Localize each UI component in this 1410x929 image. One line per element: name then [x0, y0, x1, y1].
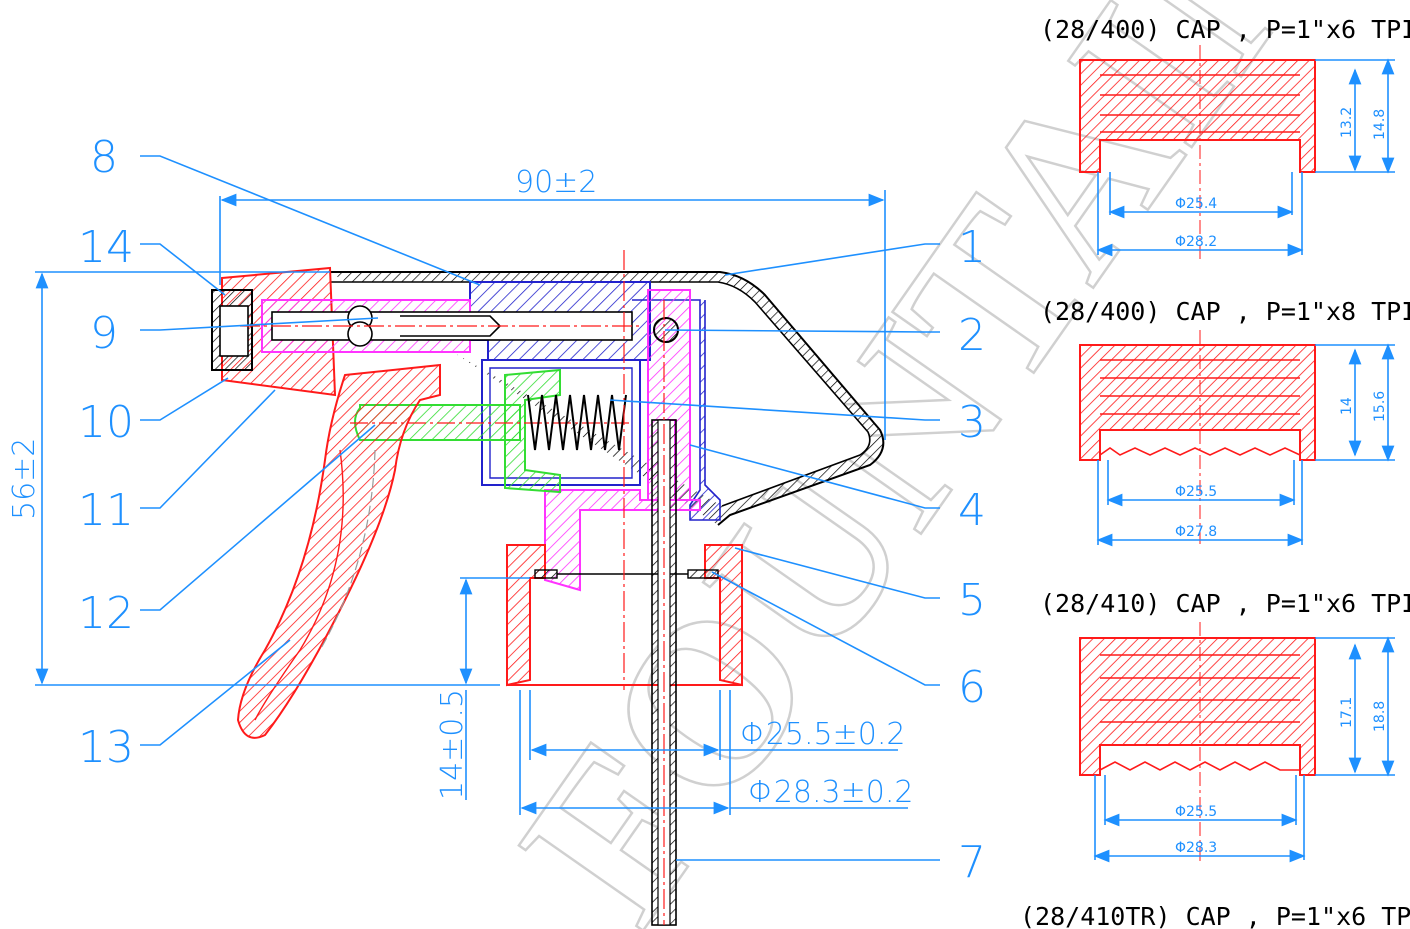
part-label: 11 — [78, 485, 134, 536]
cap-detail-1: (28/400) CAP , P=1"x6 TPI Φ25.4 Φ28.2 13… — [1040, 15, 1410, 260]
cap-height-1: 13.2 — [1339, 107, 1355, 138]
cap-detail-3: (28/410) CAP , P=1"x6 TPI Φ25.5 Φ28.3 17… — [1040, 589, 1410, 863]
neck-depth-dimension: 14±0.5 — [435, 689, 470, 800]
dimension-lines — [35, 190, 908, 815]
part-label: 1 — [958, 222, 986, 273]
cap-outer-dia: Φ27.8 — [1175, 524, 1217, 540]
part-label: 9 — [90, 308, 118, 359]
dimension-labels: 90±2 56±2 14±0.5 Φ25.5±0.2 Φ28.3±0.2 — [7, 165, 913, 810]
leader-lines — [140, 155, 940, 861]
sprayer-section — [211, 250, 885, 926]
cap-outer-dia: Φ28.2 — [1175, 234, 1217, 250]
cap-inner-dia: Φ25.5 — [1175, 484, 1217, 500]
part-label: 12 — [78, 588, 134, 639]
cap-title: (28/410TR) CAP , P=1"x6 TPI — [1020, 902, 1410, 929]
cap-height-2: 14.8 — [1372, 109, 1388, 140]
cap-height-1: 17.1 — [1339, 697, 1355, 728]
part-label: 2 — [958, 310, 986, 361]
part-label: 10 — [78, 397, 134, 448]
closure — [506, 544, 546, 687]
trigger — [236, 363, 441, 739]
part-label: 3 — [958, 397, 986, 448]
cap-detail-2: (28/400) CAP , P=1"x8 TPI Φ25.5 Φ27.8 14… — [1040, 297, 1410, 548]
outer-diameter-dimension: Φ28.3±0.2 — [748, 775, 913, 810]
cap-title: (28/400) CAP , P=1"x8 TPI — [1040, 297, 1410, 326]
cap-inner-dia: Φ25.4 — [1175, 196, 1217, 212]
inner-diameter-dimension: Φ25.5±0.2 — [740, 717, 905, 752]
width-dimension: 90±2 — [515, 165, 597, 200]
cap-height-2: 18.8 — [1372, 701, 1388, 732]
part-label: 6 — [958, 662, 986, 713]
part-label: 4 — [958, 485, 986, 536]
cap-title: (28/400) CAP , P=1"x6 TPI — [1040, 15, 1410, 44]
cap-height-2: 15.6 — [1372, 391, 1388, 422]
height-dimension: 56±2 — [7, 438, 42, 520]
cap-detail-4: (28/410TR) CAP , P=1"x6 TPI — [1020, 902, 1410, 929]
part-label: 7 — [958, 837, 986, 888]
cap-outer-dia: Φ28.3 — [1175, 840, 1217, 856]
cap-height-1: 14 — [1339, 397, 1355, 415]
part-label: 5 — [958, 575, 986, 626]
part-label: 8 — [90, 132, 118, 183]
spring — [527, 394, 627, 451]
cap-inner-dia: Φ25.5 — [1175, 804, 1217, 820]
part-label: 14 — [78, 222, 134, 273]
part-label: 13 — [78, 722, 134, 773]
cap-title: (28/410) CAP , P=1"x6 TPI — [1040, 589, 1410, 618]
part-number-labels: 8 14 9 10 11 12 13 1 2 3 4 5 6 7 — [78, 132, 986, 888]
